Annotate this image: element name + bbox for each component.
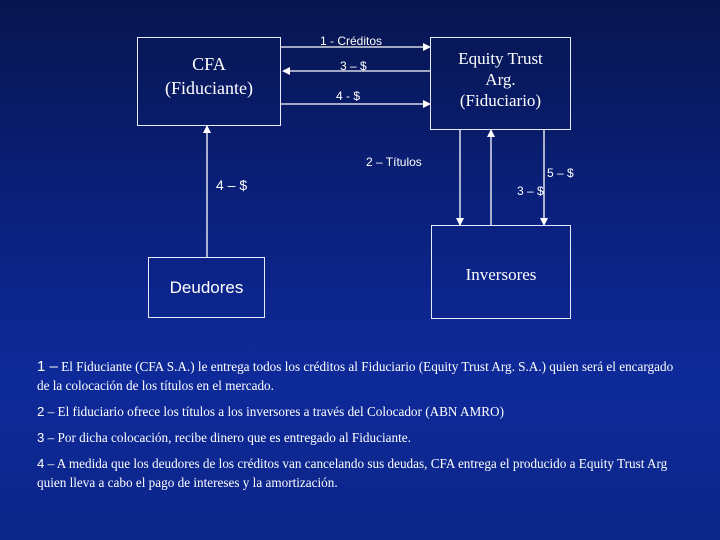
- label-titulos: 2 – Títulos: [366, 155, 422, 169]
- note-text: – El fiduciario ofrece los títulos a los…: [47, 404, 504, 419]
- cfa-box-line2: (Fiduciante): [165, 78, 253, 98]
- cfa-box-line1: CFA: [192, 54, 226, 74]
- deudores-box-label: Deudores: [169, 278, 244, 297]
- label-inv3: 3 – $: [517, 184, 544, 198]
- note-text: – A medida que los deudores de los crédi…: [37, 456, 668, 490]
- equity-box-line3: (Fiduciario): [459, 91, 542, 110]
- equity-box: Equity Trust Arg. (Fiduciario): [430, 37, 571, 130]
- label-pay4: 4 - $: [336, 89, 361, 103]
- note-1: 1 – El Fiduciante (CFA S.A.) le entrega …: [37, 357, 687, 395]
- inversores-box: Inversores: [431, 225, 571, 319]
- label-pay3: 3 – $: [340, 59, 367, 73]
- note-number: 4: [37, 456, 45, 471]
- note-text: El Fiduciante (CFA S.A.) le entrega todo…: [37, 359, 674, 393]
- notes: 1 – El Fiduciante (CFA S.A.) le entrega …: [37, 357, 687, 499]
- deudores-box: Deudores: [148, 257, 265, 318]
- inversores-box-label: Inversores: [465, 265, 537, 284]
- note-4: 4 – A medida que los deudores de los cré…: [37, 454, 687, 492]
- label-deudores-pay: 4 – $: [216, 177, 248, 193]
- equity-box-line1: Equity Trust: [458, 49, 543, 68]
- note-text: – Por dicha colocación, recibe dinero qu…: [47, 430, 411, 445]
- note-3: 3 – Por dicha colocación, recibe dinero …: [37, 428, 687, 447]
- note-number: 1 –: [37, 358, 58, 375]
- note-number: 3: [37, 430, 45, 445]
- cfa-box: CFA (Fiduciante): [137, 37, 281, 126]
- note-number: 2: [37, 404, 45, 419]
- label-inv5: 5 – $: [547, 166, 574, 180]
- note-2: 2 – El fiduciario ofrece los títulos a l…: [37, 402, 687, 421]
- equity-box-line2: Arg.: [485, 70, 516, 89]
- label-creditos: 1 - Créditos: [320, 34, 383, 48]
